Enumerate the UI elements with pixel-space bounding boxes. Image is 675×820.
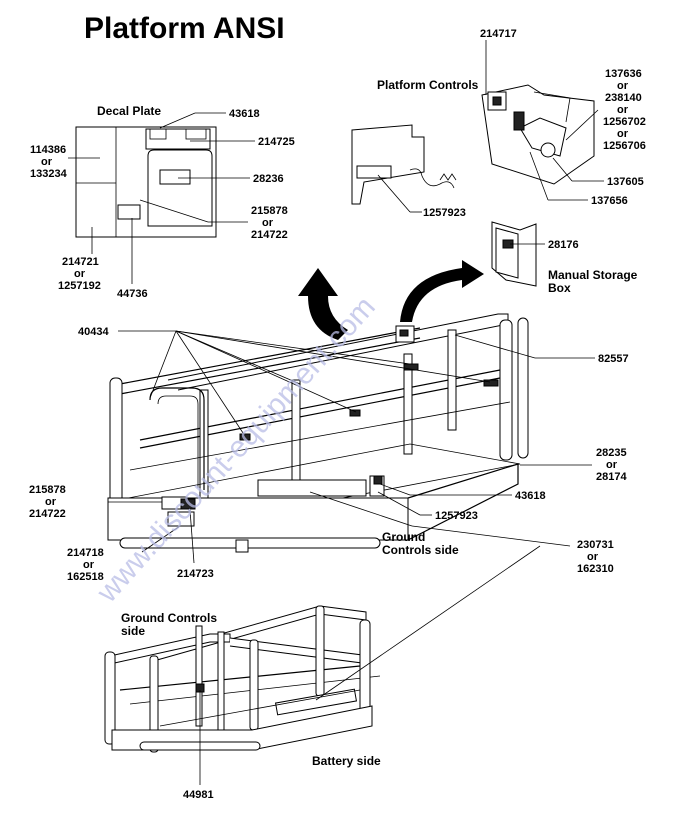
part-number: 137605 [607, 176, 644, 188]
part-number: 82557 [598, 353, 629, 365]
decal-plate-illustration [75, 126, 217, 238]
part-number: 215878 [29, 484, 66, 496]
part-number: 28176 [548, 239, 579, 251]
part-number: or [83, 559, 95, 571]
part-number: 162518 [67, 571, 104, 583]
platform-control-box [481, 84, 595, 185]
part-number: 43618 [229, 108, 260, 120]
part-number: or [606, 459, 618, 471]
part-number: 238140 [605, 92, 642, 104]
part-number: 114386 [30, 144, 66, 156]
ground-controls-side-label: Controls side [382, 543, 459, 557]
manual-storage-label: Box [548, 281, 571, 295]
part-number: 137636 [605, 68, 642, 80]
part-number: or [617, 104, 629, 116]
part-number: 214723 [177, 568, 214, 580]
decal-plate-pointer-arrow [298, 268, 348, 340]
part-number: or [617, 128, 629, 140]
part-number: 1257192 [58, 280, 101, 292]
part-number: 214725 [258, 136, 295, 148]
part-number: 162310 [577, 563, 614, 575]
part-number: or [587, 551, 599, 563]
part-number: or [45, 496, 57, 508]
part-number: 230731 [577, 539, 614, 551]
part-number: 1256706 [603, 140, 646, 152]
lower-platform-drawing [104, 605, 381, 753]
part-number: 44981 [183, 789, 214, 801]
watermark-text: www.discount-equipment.com [90, 290, 382, 609]
manual-storage-box [491, 221, 537, 287]
platform-controls-bracket [351, 124, 457, 205]
part-number: 137656 [591, 195, 628, 207]
part-number: 214721 [62, 256, 99, 268]
part-number: 1257923 [435, 510, 478, 522]
part-number: 28174 [596, 471, 627, 483]
battery-side-label: Battery side [312, 754, 381, 768]
page-title: Platform ANSI [84, 12, 285, 45]
part-number: 40434 [78, 326, 109, 338]
part-number: 215878 [251, 205, 288, 217]
part-number: 43618 [515, 490, 546, 502]
part-number: 214722 [29, 508, 66, 520]
part-number: 214722 [251, 229, 288, 241]
part-number: or [617, 80, 629, 92]
part-number: 1256702 [603, 116, 646, 128]
part-number: 44736 [117, 288, 148, 300]
ground-controls-side-b-label: side [121, 624, 145, 638]
platform-controls-label: Platform Controls [377, 78, 479, 92]
ground-controls-side-label: Ground [382, 530, 425, 544]
part-number: 133234 [30, 168, 68, 180]
storage-box-pointer-arrow [400, 260, 484, 322]
part-number: 214717 [480, 28, 517, 40]
manual-storage-label: Manual Storage [548, 268, 638, 282]
main-platform-drawing [107, 313, 529, 553]
part-number: or [74, 268, 86, 280]
ground-controls-side-b-label: Ground Controls [121, 611, 217, 625]
decal-plate-label: Decal Plate [97, 104, 161, 118]
part-number: or [41, 156, 53, 168]
part-number: or [262, 217, 274, 229]
part-number: 214718 [67, 547, 104, 559]
part-number: 1257923 [423, 207, 466, 219]
part-number: 28235 [596, 447, 627, 459]
part-number: 28236 [253, 173, 284, 185]
